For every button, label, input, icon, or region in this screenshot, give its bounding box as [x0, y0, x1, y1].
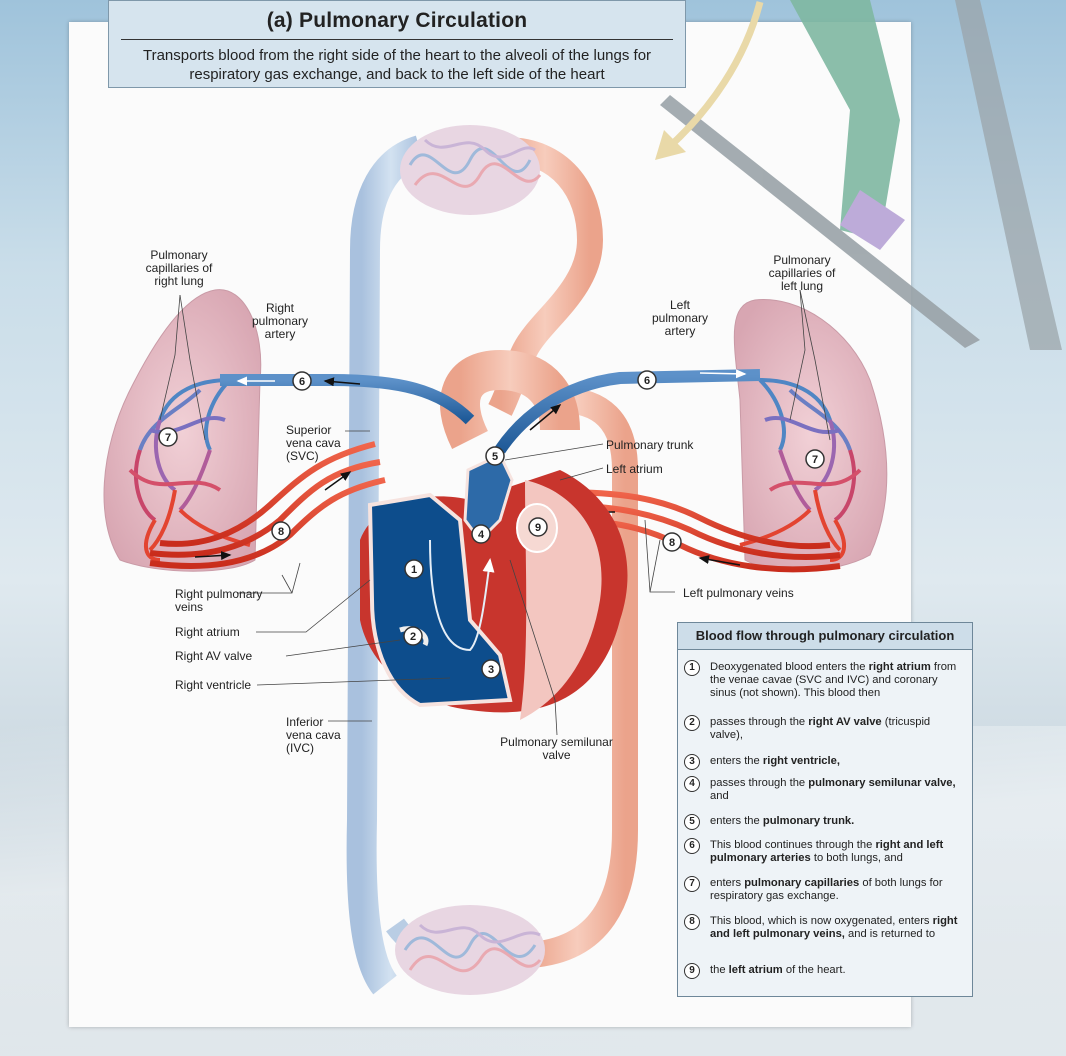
step-marker-8: 8 [271, 521, 291, 541]
svg-text:7: 7 [165, 432, 171, 444]
label-left-pulmonary-veins: Left pulmonary veins [683, 586, 794, 600]
label-left-atrium: Left atrium [606, 462, 663, 476]
svg-text:3: 3 [488, 664, 494, 676]
legend-step-number: 7 [684, 876, 700, 892]
legend-step-text: This blood, which is now oxygenated, ent… [710, 915, 958, 940]
heart [360, 453, 628, 720]
legend-step-text: enters the pulmonary trunk. [710, 815, 855, 827]
legend-step-number: 1 [684, 660, 700, 676]
step-marker-3: 3 [481, 659, 501, 679]
legend-step-number: 4 [684, 776, 700, 792]
step-marker-7: 7 [805, 449, 825, 469]
step-marker-6: 6 [637, 370, 657, 390]
step-marker-2: 2 [403, 626, 423, 646]
figure-title: (a) Pulmonary Circulation [266, 9, 528, 32]
right-heart-chamber [367, 492, 513, 708]
flow-arrow-icon [194, 551, 232, 561]
skier-illustration [660, 0, 1062, 350]
legend-step-number: 2 [684, 715, 700, 731]
label-left-pulmonary-artery: Left pulmonary artery [651, 298, 709, 338]
figure-header: (a) Pulmonary Circulation Transports blo… [108, 0, 686, 88]
flow-arrow-icon [323, 377, 361, 387]
svg-text:5: 5 [492, 451, 498, 463]
label-right-av-valve: Right AV valve [175, 649, 253, 663]
flow-arrow-icon [698, 555, 741, 566]
svg-text:2: 2 [410, 631, 416, 643]
legend-step-text: This blood continues through the right a… [710, 839, 944, 864]
zoom-arrow-icon [665, 1, 764, 151]
legend-step-text: the left atrium of the heart. [710, 964, 846, 976]
flow-arrow-icon [699, 369, 747, 379]
legend-step-number: 3 [684, 754, 700, 770]
svg-text:4: 4 [478, 529, 485, 541]
label-capillaries-right-lung: Pulmonary capillaries of right lung [145, 248, 213, 288]
legend-step-text: enters pulmonary capillaries of both lun… [710, 877, 943, 902]
legend-box: Blood flow through pulmonary circulation… [677, 622, 973, 997]
label-right-pulmonary-artery: Right pulmonary artery [251, 301, 309, 341]
right-lung [103, 289, 262, 572]
flow-arrow-icon [324, 471, 352, 491]
legend-step-number: 5 [684, 814, 700, 830]
step-marker-1: 1 [404, 559, 424, 579]
step-marker-6: 6 [292, 371, 312, 391]
svg-text:7: 7 [812, 454, 818, 466]
figure-subtitle: Transports blood from the right side of … [142, 47, 652, 83]
legend-step-number: 8 [684, 914, 700, 930]
legend-step-text: passes through the pulmonary semilunar v… [710, 777, 956, 802]
svg-text:8: 8 [278, 526, 284, 538]
label-superior-vena-cava: Superior vena cava (SVC) [286, 423, 341, 463]
svg-text:6: 6 [644, 375, 650, 387]
legend-step-text: enters the right ventricle, [710, 755, 840, 767]
label-right-atrium: Right atrium [175, 625, 240, 639]
svg-text:1: 1 [411, 564, 417, 576]
left-pulmonary-artery [495, 369, 761, 454]
label-pulmonary-trunk: Pulmonary trunk [606, 438, 694, 452]
label-pulmonary-semilunar-valve: Pulmonary semilunar valve [500, 735, 613, 762]
step-marker-8: 8 [662, 532, 682, 552]
step-marker-5: 5 [485, 446, 505, 466]
svg-text:8: 8 [669, 537, 675, 549]
legend-step-text: passes through the right AV valve (tricu… [710, 716, 931, 741]
step-marker-7: 7 [158, 427, 178, 447]
right-lung-capillaries [128, 378, 251, 562]
step-markers: 1 2 3 4 5 6 6 7 7 8 8 9 [158, 370, 825, 679]
systemic-capillaries-top [400, 125, 542, 215]
left-lung-capillaries [739, 378, 862, 562]
label-right-ventricle: Right ventricle [175, 678, 252, 692]
legend-step-number: 9 [684, 963, 700, 979]
label-inferior-vena-cava: Inferior vena cava (IVC) [286, 715, 341, 755]
header-divider [121, 39, 673, 40]
leader-lines [159, 289, 831, 736]
flow-arrow-icon [529, 404, 562, 431]
legend-step-number: 6 [684, 838, 700, 854]
zoom-arrow-head-icon [655, 130, 686, 160]
right-pulmonary-artery [220, 374, 475, 425]
step-marker-4: 4 [471, 524, 491, 544]
label-capillaries-left-lung: Pulmonary capillaries of left lung [768, 253, 836, 293]
systemic-capillaries-bottom [395, 905, 545, 995]
svg-text:6: 6 [299, 376, 305, 388]
svg-text:9: 9 [535, 522, 541, 534]
legend-step-text: Deoxygenated blood enters the right atri… [710, 661, 957, 699]
step-marker-9: 9 [528, 517, 548, 537]
legend-title: Blood flow through pulmonary circulation [678, 623, 972, 650]
label-right-pulmonary-veins: Right pulmonary veins [175, 587, 263, 614]
